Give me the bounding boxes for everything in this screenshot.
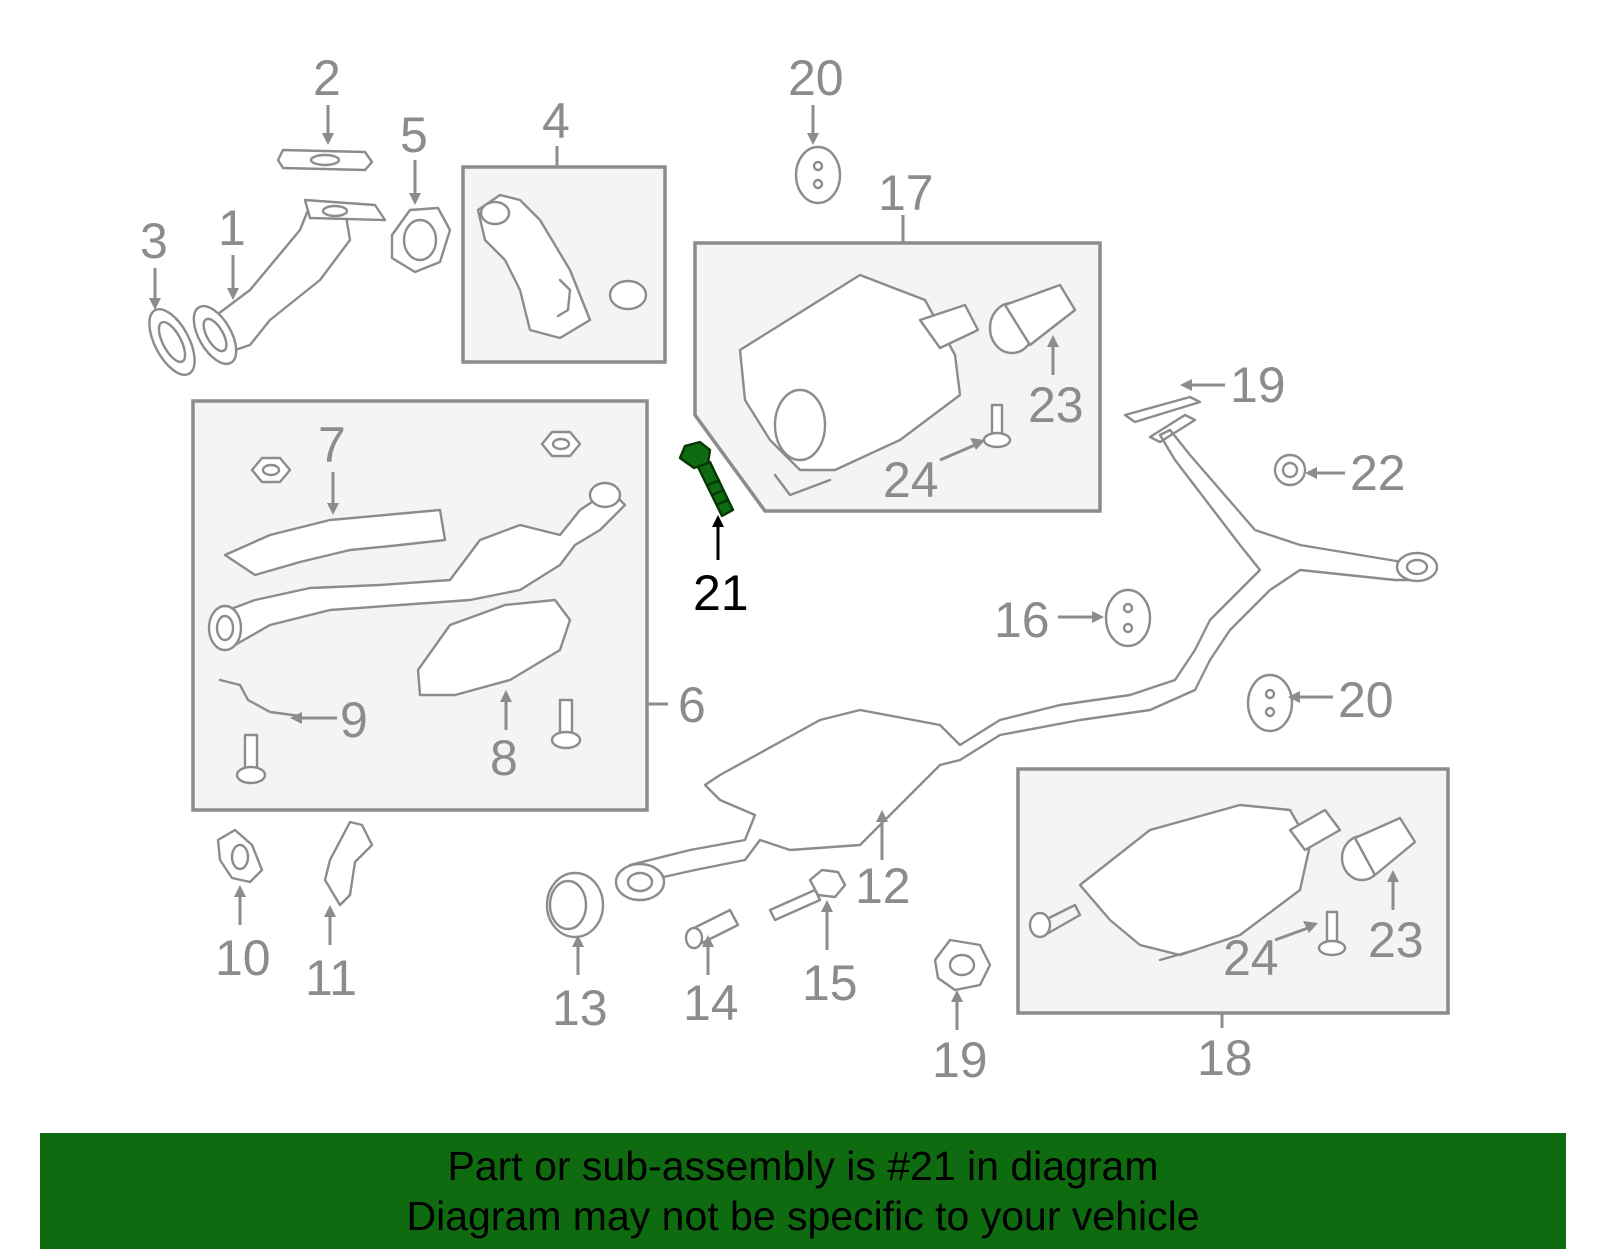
callout-3: 3 [140,213,168,269]
part-17-muffler [738,273,1077,497]
part-10-gasket [216,828,264,884]
part-2-gasket [276,148,374,172]
callout-24-lower: 24 [1223,930,1279,986]
part-13-clamp [545,871,605,939]
part-5-gasket [390,206,452,274]
part-9-bracket [218,678,302,718]
callout-14: 14 [683,975,739,1031]
callout-5: 5 [400,107,428,163]
callout-21: 21 [693,565,749,621]
callout-13: 13 [552,980,608,1036]
part-12-center-pipe [614,395,1439,902]
part-22-grommet [1273,453,1307,487]
callout-8: 8 [490,730,518,786]
part-16-hanger [1104,588,1152,648]
callout-16: 16 [994,592,1050,648]
part-7-heat-shield [223,508,447,577]
part-8-heat-shield [416,598,572,697]
part-11-bracket [323,820,374,907]
callout-12: 12 [855,858,911,914]
callout-15: 15 [802,955,858,1011]
part-18-muffler [1028,803,1417,962]
callout-22: 22 [1350,445,1406,501]
bolt-icon [235,698,582,785]
callout-10: 10 [215,930,271,986]
part-1-front-pipe [192,198,387,366]
part-3-gasket [148,308,196,376]
part-4-converter [476,193,648,340]
nut-icon [250,430,582,484]
callout-23-lower: 23 [1368,912,1424,968]
banner-line-1: Part or sub-assembly is #21 in diagram [447,1143,1159,1189]
part-19-gasket [933,938,992,992]
callout-labels: 1 2 3 4 5 6 7 8 9 10 11 12 13 14 15 16 1… [140,50,1424,1088]
callout-20-top: 20 [788,50,844,106]
callout-19-top: 19 [1230,357,1286,413]
part-20-hanger-right [1246,673,1294,733]
callout-24-top: 24 [883,452,939,508]
info-banner: Part or sub-assembly is #21 in diagram D… [40,1133,1566,1249]
leader-lines [149,105,1399,1030]
exhaust-parts-diagram: 1 2 3 4 5 6 7 8 9 10 11 12 13 14 15 16 1… [140,50,1450,1088]
part-14-sleeve [684,908,740,950]
part-21-bolt-highlighted [678,440,735,518]
part-6-pipe-converter [207,481,627,652]
callout-20-right: 20 [1338,672,1394,728]
part-15-bolt [768,868,847,922]
callout-7: 7 [318,417,346,473]
part-20-hanger-top [794,145,842,205]
banner-line-2: Diagram may not be specific to your vehi… [406,1193,1200,1239]
callout-11: 11 [305,950,357,1006]
callout-18: 18 [1197,1030,1253,1086]
callout-17: 17 [878,165,934,221]
callout-1: 1 [218,200,246,256]
callout-2: 2 [313,50,341,106]
callout-6: 6 [678,677,706,733]
callout-23-top: 23 [1028,377,1084,433]
callout-19-bottom: 19 [932,1032,988,1088]
callout-4: 4 [542,93,570,149]
callout-9: 9 [340,692,368,748]
